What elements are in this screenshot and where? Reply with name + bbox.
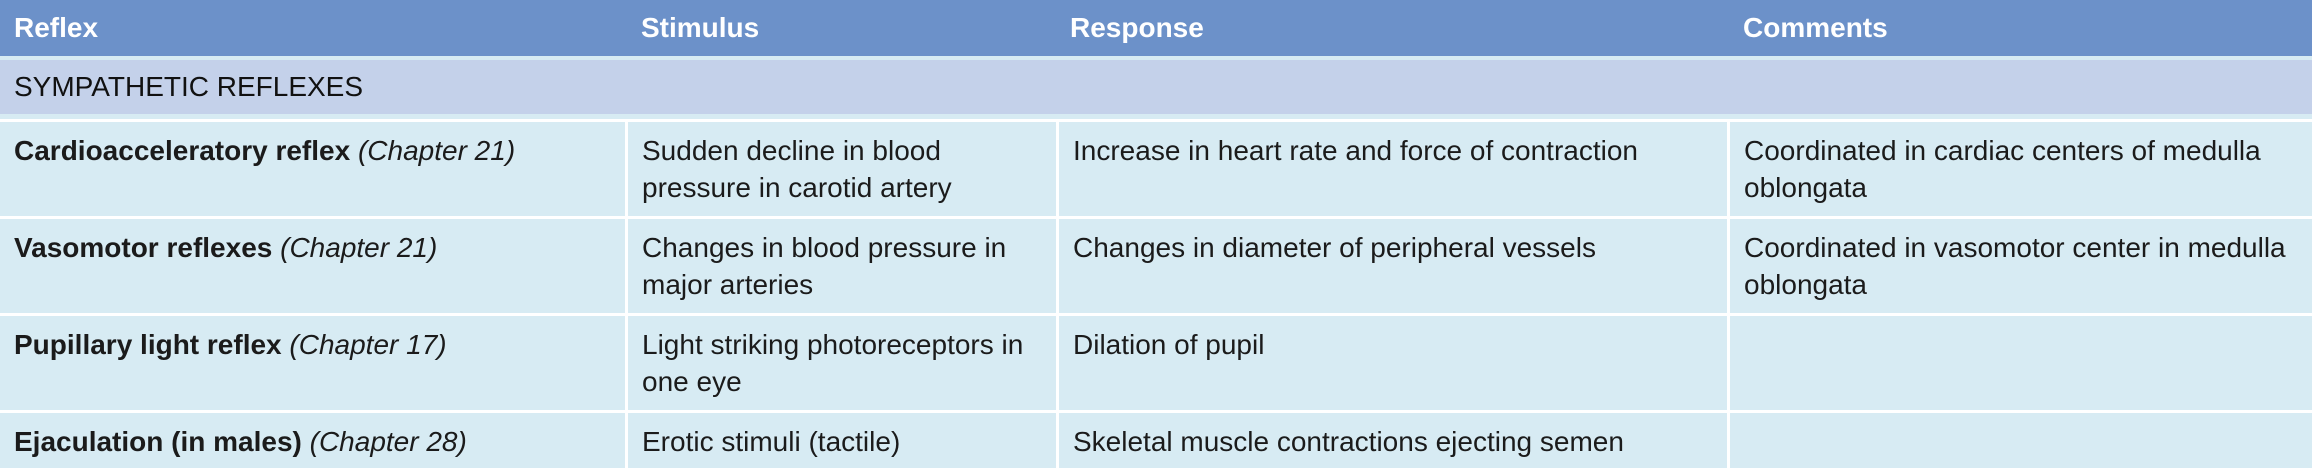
- header-reflex: Reflex: [14, 12, 99, 43]
- header-stimulus: Stimulus: [641, 12, 760, 43]
- reflex-cell: Pupillary light reflex (Chapter 17): [0, 316, 625, 410]
- response-cell: Skeletal muscle contractions ejecting se…: [1056, 413, 1727, 468]
- reflex-chapter: (Chapter 21): [280, 232, 438, 263]
- table-row: Ejaculation (in males) (Chapter 28) Erot…: [0, 410, 2312, 468]
- reflex-chapter: (Chapter 17): [289, 329, 447, 360]
- reflex-chapter: (Chapter 21): [357, 135, 516, 166]
- reflex-cell: Cardioacceleratory reflex (Chapter 21): [0, 122, 625, 216]
- reflex-chapter: (Chapter 28): [309, 426, 467, 457]
- response-cell: Changes in diameter of peripheral vessel…: [1056, 219, 1727, 313]
- reflex-name: Cardioacceleratory reflex: [14, 135, 351, 166]
- response-cell: Increase in heart rate and force of cont…: [1056, 122, 1727, 216]
- comments-cell: Coordinated in cardiac centers of medull…: [1727, 122, 2312, 216]
- comments-cell: [1727, 413, 2312, 468]
- response-cell: Dilation of pupil: [1056, 316, 1727, 410]
- reflex-name: Vasomotor reflexes: [14, 232, 273, 263]
- reflex-cell: Vasomotor reflexes (Chapter 21): [0, 219, 625, 313]
- stimulus-cell: Changes in blood pressure in major arter…: [625, 219, 1056, 313]
- header-comments: Comments: [1743, 12, 1888, 43]
- header-response: Response: [1070, 12, 1204, 43]
- reflex-name: Ejaculation (in males): [14, 426, 302, 457]
- comments-cell: Coordinated in vasomotor center in medul…: [1727, 219, 2312, 313]
- stimulus-cell: Sudden decline in blood pressure in caro…: [625, 122, 1056, 216]
- table-header: Reflex Stimulus Response Comments: [0, 0, 2312, 56]
- stimulus-cell: Light striking photoreceptors in one eye: [625, 316, 1056, 410]
- comments-cell: [1727, 316, 2312, 410]
- stimulus-cell: Erotic stimuli (tactile): [625, 413, 1056, 468]
- section-title: SYMPATHETIC REFLEXES: [14, 71, 364, 102]
- table-row: Cardioacceleratory reflex (Chapter 21) S…: [0, 119, 2312, 216]
- reflex-name: Pupillary light reflex: [14, 329, 282, 360]
- reflex-cell: Ejaculation (in males) (Chapter 28): [0, 413, 625, 468]
- table-row: Vasomotor reflexes (Chapter 21) Changes …: [0, 216, 2312, 313]
- table-row: Pupillary light reflex (Chapter 17) Ligh…: [0, 313, 2312, 410]
- section-header: SYMPATHETIC REFLEXES: [0, 60, 2312, 114]
